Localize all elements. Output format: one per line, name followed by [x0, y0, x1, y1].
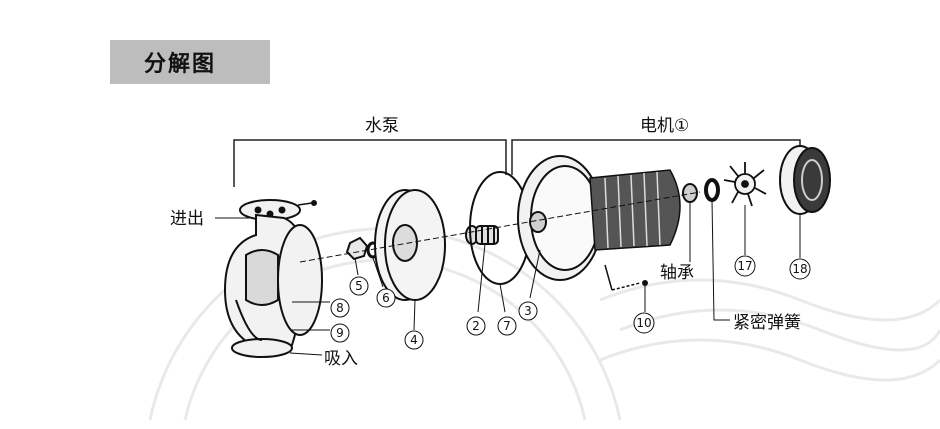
callout-3: 3 [518, 301, 538, 321]
impeller-cover [374, 189, 446, 301]
motor-body [589, 169, 681, 251]
nut [345, 236, 369, 261]
callout-8: 8 [330, 298, 350, 318]
label-suction: 吸入 [324, 349, 358, 369]
pump-casing [223, 199, 323, 358]
fan-cover [779, 145, 831, 215]
leader-lines [215, 199, 801, 356]
cooling-fan [723, 162, 767, 207]
callout-6: 6 [376, 288, 396, 308]
svg-text:4: 4 [410, 333, 418, 347]
callout-5: 5 [349, 276, 369, 296]
callout-10: 10 [633, 312, 655, 334]
svg-text:7: 7 [503, 319, 511, 333]
callout-18: 18 [789, 258, 811, 280]
terminal-screw [604, 264, 648, 291]
flange-bolt [297, 200, 317, 206]
shaft-seal [465, 225, 499, 245]
svg-text:18: 18 [792, 262, 807, 276]
svg-text:6: 6 [382, 291, 390, 305]
svg-text:17: 17 [737, 259, 752, 273]
diagram-title: 分解图 [144, 52, 217, 77]
svg-text:2: 2 [472, 319, 480, 333]
title-badge: 分解图 [110, 40, 270, 84]
pump-group-label: 水泵 [365, 116, 399, 136]
svg-text:5: 5 [355, 279, 363, 293]
svg-text:3: 3 [524, 304, 532, 318]
svg-text:8: 8 [336, 301, 344, 315]
sealing-spring [704, 178, 720, 202]
callout-9: 9 [330, 323, 350, 343]
label-inlet-outlet: 进出 [170, 209, 204, 229]
label-sealing-spring: 紧密弹簧 [733, 313, 801, 333]
shaft-axis [299, 191, 701, 263]
svg-text:9: 9 [336, 326, 344, 340]
callout-2: 2 [466, 316, 486, 336]
svg-text:10: 10 [636, 316, 651, 330]
callout-7: 7 [497, 316, 517, 336]
pump-bracket [233, 139, 507, 187]
label-bearing: 轴承 [660, 263, 694, 283]
callout-4: 4 [404, 330, 424, 350]
motor-group-label: 电机① [640, 116, 689, 136]
callout-17: 17 [734, 255, 756, 277]
motor-flange [517, 155, 603, 281]
